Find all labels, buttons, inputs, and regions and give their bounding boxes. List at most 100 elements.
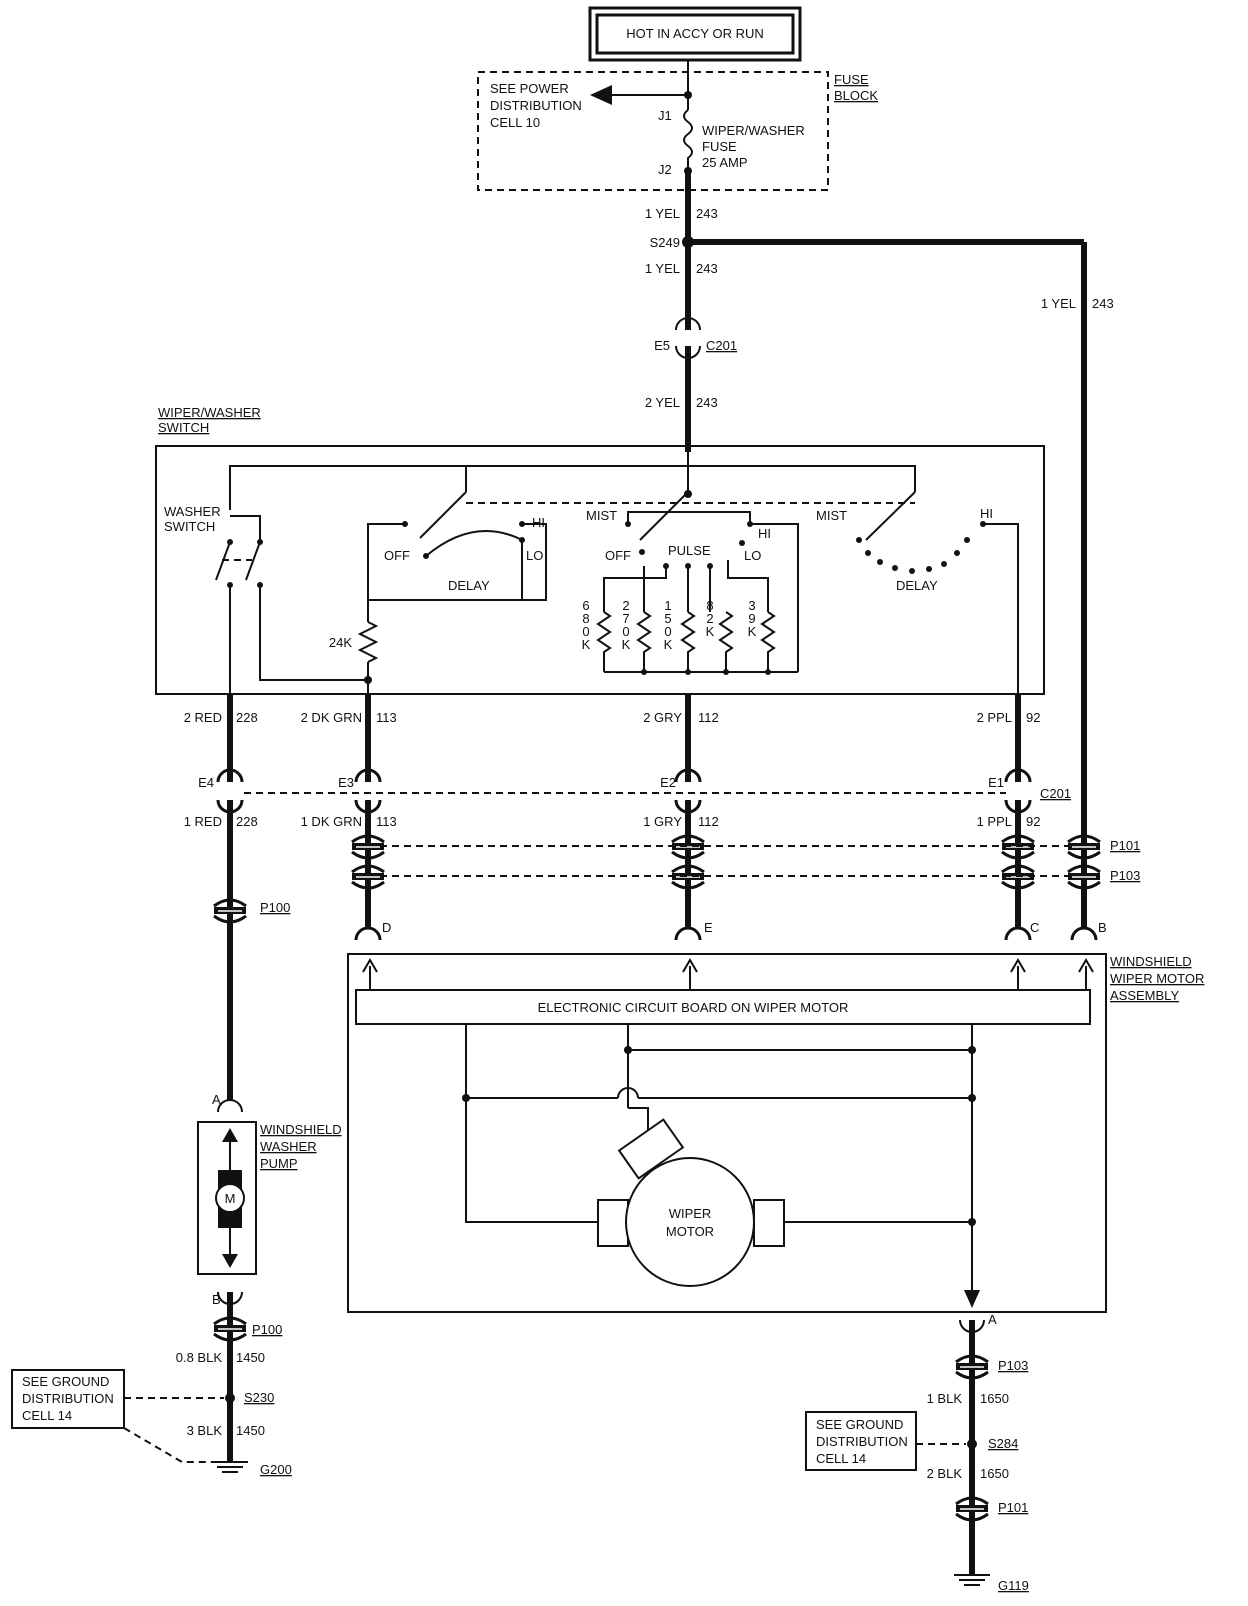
- connector-p103: P103: [1110, 868, 1140, 883]
- p100-block: [213, 898, 247, 924]
- wire-2ppl: 2 PPL: [977, 710, 1012, 725]
- wire-1red: 1 RED: [184, 814, 222, 829]
- motor-assembly-title-3: ASSEMBLY: [1110, 988, 1179, 1003]
- right-p101-block: [955, 1496, 989, 1522]
- switch-c-hi: HI: [980, 506, 993, 521]
- pin-e: E: [704, 920, 713, 935]
- switch-c-delay: DELAY: [896, 578, 938, 593]
- feed-wire: 1 YEL 243 S249 1 YEL 243 1 YEL 243 E5 C2…: [645, 171, 1114, 830]
- wire-1red-num: 228: [236, 814, 258, 829]
- wire-2gry-num: 112: [698, 710, 719, 725]
- wire-1ppl: 1 PPL: [977, 814, 1012, 829]
- motor-label-1: WIPER: [669, 1206, 712, 1221]
- p103-block: [1067, 864, 1101, 890]
- switch-output-wires: 2 RED 228 2 DK GRN 113 2 GRY 112 2 PPL 9…: [184, 694, 1040, 782]
- pin-e4: E4: [198, 775, 214, 790]
- switch-title-2: SWITCH: [158, 420, 209, 435]
- left-see-1: SEE GROUND: [22, 1374, 109, 1389]
- j1-label: J1: [658, 108, 672, 123]
- arrow-up-icon: [362, 958, 378, 973]
- see-power-line-3: CELL 10: [490, 115, 540, 130]
- pin-e2: E2: [660, 775, 676, 790]
- washer-pump-path: A M WINDSHIELD WASHER PUMP B P100 0.8 BL…: [11, 1092, 342, 1477]
- wire-1gry: 1 GRY: [643, 814, 682, 829]
- wire-2ppl-num: 92: [1026, 710, 1040, 725]
- right-p101: P101: [998, 1500, 1028, 1515]
- left-p100-block: [213, 1316, 247, 1342]
- passthrough-connectors: P101 P103 P100 D E C B: [213, 800, 1140, 1100]
- switch-b-mist: MIST: [586, 508, 617, 523]
- pin-b: B: [1098, 920, 1107, 935]
- washer-switch-2: SWITCH: [164, 519, 215, 534]
- connector-c201-row: E4 E3 E2 E1 C201 1 RED 228 1 DK GRN 113 …: [184, 768, 1071, 829]
- pump-motor-m: M: [225, 1191, 236, 1206]
- switch-title-1: WIPER/WASHER: [158, 405, 261, 420]
- pump-pin-a: A: [212, 1092, 221, 1107]
- delay-dots: [856, 521, 986, 574]
- arrow-up-icon: [1010, 958, 1026, 973]
- wire-2blk-num: 1650: [980, 1466, 1009, 1481]
- ground-g200: G200: [260, 1462, 292, 1477]
- pump-title-2: WASHER: [260, 1139, 317, 1154]
- wire-2yel-num: 243: [696, 395, 718, 410]
- pin-e1: E1: [988, 775, 1004, 790]
- fuse-block: FUSE BLOCK SEE POWER DISTRIBUTION CELL 1…: [477, 60, 878, 191]
- ground-icon: [212, 1461, 248, 1473]
- pin-e5: E5: [654, 338, 670, 353]
- fuse-label-1: WIPER/WASHER: [702, 123, 805, 138]
- fuse-block-title-1: FUSE: [834, 72, 869, 87]
- wire-2dkgrn: 2 DK GRN: [301, 710, 362, 725]
- wire-08blk: 0.8 BLK: [176, 1350, 223, 1365]
- fuse-label-3: 25 AMP: [702, 155, 748, 170]
- wire-1dkgrn: 1 DK GRN: [301, 814, 362, 829]
- p103-block: [351, 864, 385, 890]
- right-see-1: SEE GROUND: [816, 1417, 903, 1432]
- pin-c: C: [1030, 920, 1039, 935]
- pin-d: D: [382, 920, 391, 935]
- pump-title-1: WINDSHIELD: [260, 1122, 342, 1137]
- washer-switch-1: WASHER: [164, 504, 221, 519]
- splice-s230: S230: [244, 1390, 274, 1405]
- right-see-3: CELL 14: [816, 1451, 866, 1466]
- wire-2dkgrn-num: 113: [376, 710, 397, 725]
- fuse-symbol: [683, 109, 693, 170]
- wire-1dkgrn-num: 113: [376, 814, 397, 829]
- switch-b-lo: LO: [744, 548, 761, 563]
- motor-socket: [1070, 926, 1098, 941]
- wire-1ppl-num: 92: [1026, 814, 1040, 829]
- left-see-3: CELL 14: [22, 1408, 72, 1423]
- power-source-label: HOT IN ACCY OR RUN: [626, 26, 763, 41]
- pump-pin-b: B: [212, 1292, 221, 1307]
- wire-1blk: 1 BLK: [927, 1391, 963, 1406]
- wire-1yel-b: 1 YEL: [645, 261, 680, 276]
- connector-c201-top: C201: [706, 338, 737, 353]
- wire-1gry-num: 112: [698, 814, 719, 829]
- resistor-ladder: [596, 611, 798, 675]
- switch-a-hi: HI: [532, 515, 545, 530]
- arrow-up-icon: [1078, 958, 1094, 973]
- p101-block: [351, 834, 385, 860]
- connector-p101: P101: [1110, 838, 1140, 853]
- wire-2yel: 2 YEL: [645, 395, 680, 410]
- wire-1yel-right: 1 YEL: [1041, 296, 1076, 311]
- wire-1blk-num: 1650: [980, 1391, 1009, 1406]
- arrow-down-icon: [964, 1290, 980, 1308]
- circuit-board-label: ELECTRONIC CIRCUIT BOARD ON WIPER MOTOR: [538, 1000, 849, 1015]
- wire-1yel-a: 1 YEL: [645, 206, 680, 221]
- motor-pin-a: A: [988, 1312, 997, 1327]
- p101-block: [1067, 834, 1101, 860]
- motor-socket: [674, 926, 702, 941]
- switch-a-lo: LO: [526, 548, 543, 563]
- splice-s249: S249: [650, 235, 680, 250]
- left-see-2: DISTRIBUTION: [22, 1391, 114, 1406]
- motor-socket: [1004, 926, 1032, 941]
- wire-2blk: 2 BLK: [927, 1466, 963, 1481]
- motor-assembly-title-1: WINDSHIELD: [1110, 954, 1192, 969]
- wiper-motor-assembly: WINDSHIELD WIPER MOTOR ASSEMBLY ELECTRON…: [347, 953, 1204, 1313]
- wiper-washer-switch: WIPER/WASHER SWITCH WASHER SWITCH OFF HI: [155, 405, 1045, 695]
- switch-b-hi: HI: [758, 526, 771, 541]
